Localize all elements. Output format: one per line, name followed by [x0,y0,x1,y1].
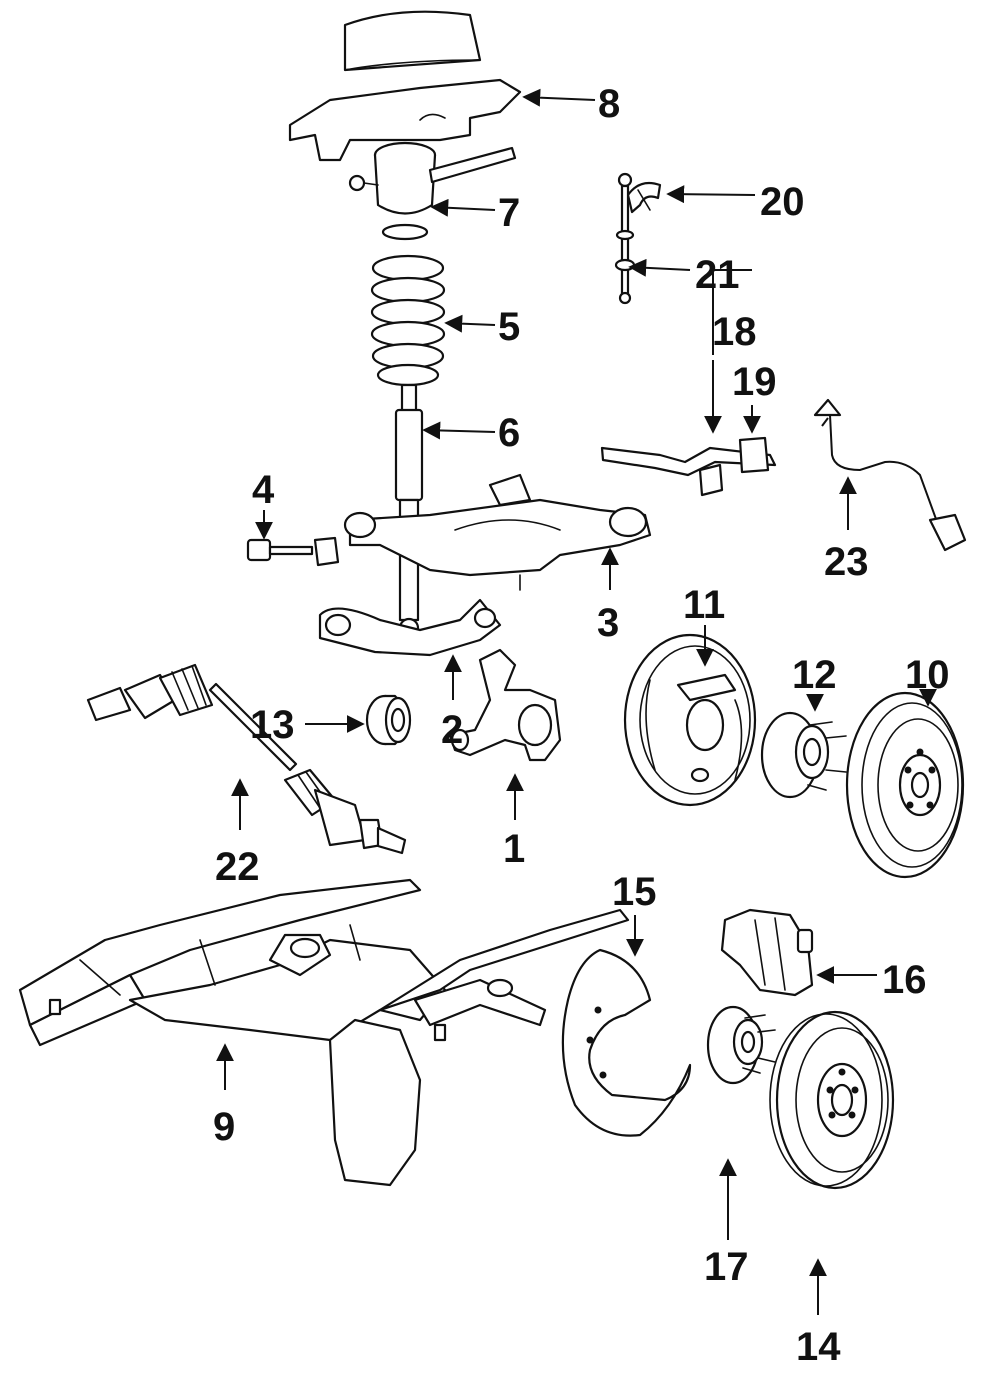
part-15-dust-shield [561,948,692,1137]
part-2-lower-arm [318,598,502,657]
part-16-brake-caliper [720,908,814,997]
part-8-strut-mount-cover [288,10,522,162]
callout-4: 4 [252,468,275,512]
callout-5: 5 [498,305,520,349]
callout-12: 12 [792,653,837,697]
part-4-bolt-bushing [246,536,340,567]
callout-23: 23 [824,540,869,584]
part-10-brake-drum [845,691,965,879]
callout-14: 14 [796,1325,841,1369]
callout-22: 22 [215,845,260,889]
callouts: 8 7 20 21 5 18 19 6 4 23 3 11 12 10 13 2… [213,82,950,1369]
callout-21: 21 [695,253,740,297]
callout-18: 18 [712,310,757,354]
leader-lines [216,88,937,1315]
callout-20: 20 [760,180,805,224]
part-7-upper-mount [348,141,517,241]
callout-11: 11 [683,583,725,627]
part-13-bearing [365,694,412,746]
callout-1: 1 [503,827,525,871]
callout-7: 7 [498,191,520,235]
callout-13: 13 [250,703,295,747]
callout-19: 19 [732,360,777,404]
part-20-bushing-clamp [626,181,662,214]
callout-16: 16 [882,958,927,1002]
part-17-hub-bearing [706,1005,776,1085]
part-5-coil-spring [370,254,446,387]
callout-15: 15 [612,870,657,914]
part-23-brake-hose [813,398,967,552]
part-1-knuckle [448,648,562,762]
part-18-stabilizer-bar [600,436,777,497]
part-12-hub [760,711,847,799]
callout-17: 17 [704,1245,749,1289]
part-14-brake-rotor [769,1010,895,1190]
part-11-brake-shoe-assembly [623,633,757,807]
callout-2: 2 [441,708,463,752]
callout-10: 10 [905,653,950,697]
callout-9: 9 [213,1105,235,1149]
callout-3: 3 [597,601,619,645]
callout-6: 6 [498,411,520,455]
part-3-control-arm [343,473,652,591]
part-6-shock-absorber [394,383,424,639]
part-9-subframe [18,878,630,1187]
part-21-stabilizer-link [614,172,636,305]
part-22-drive-shaft [86,663,407,855]
callout-8: 8 [598,82,620,126]
